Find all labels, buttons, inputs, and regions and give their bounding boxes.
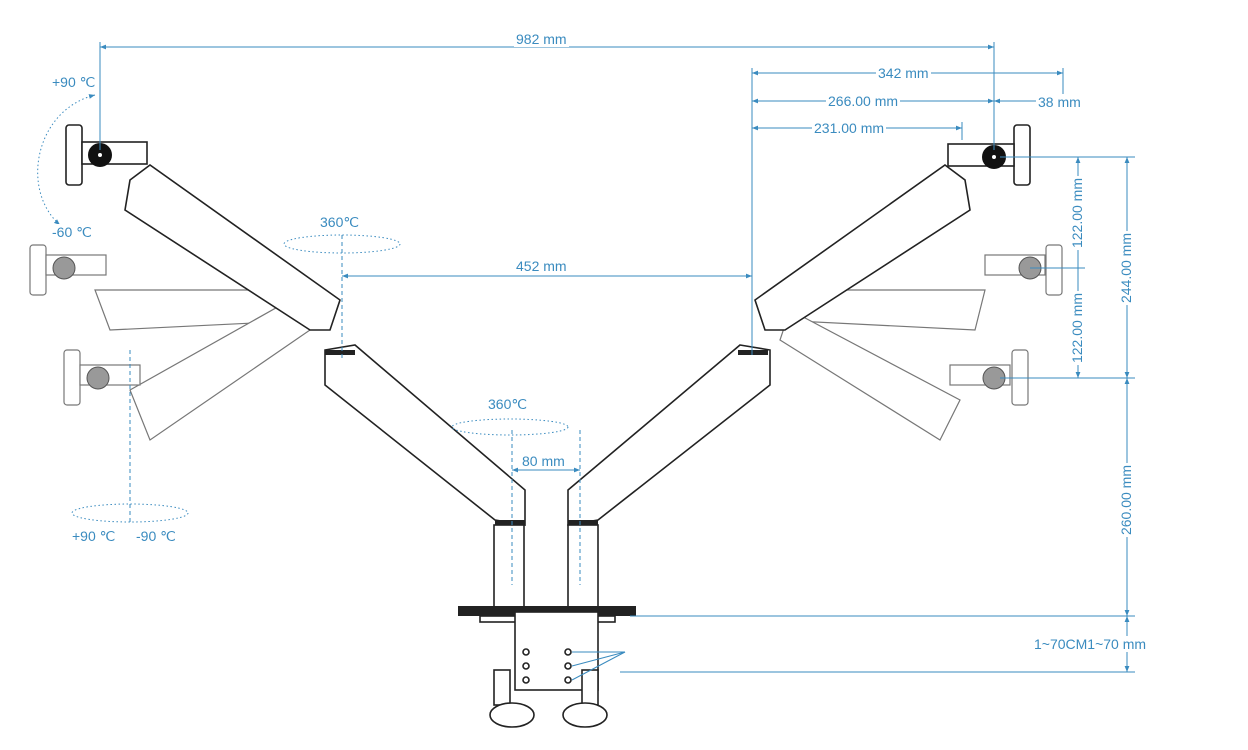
clamp-range-label: 1~70CM1~70 mm: [1032, 636, 1149, 652]
rotation-guides: [37, 94, 581, 585]
pole-gap-label: 80 mm: [520, 453, 567, 469]
head-offset-label: 38 mm: [1036, 94, 1083, 110]
arm-swivel-label: 360℃: [318, 214, 362, 230]
right-span-label: 342 mm: [876, 65, 931, 81]
pan-plus-label: +90 ℃: [70, 528, 118, 544]
height-range-label: 244.00 mm: [1118, 230, 1135, 306]
base-swivel-label: 360℃: [486, 396, 530, 412]
right-upper-arm: [567, 344, 771, 526]
pan-minus-label: -90 ℃: [134, 528, 178, 544]
pole-height-label: 260.00 mm: [1118, 462, 1135, 538]
tilt-up-label: 122.00 mm: [1069, 175, 1086, 251]
right-reach-label: 231.00 mm: [812, 120, 887, 136]
poles-and-clamp: [458, 524, 636, 728]
tilt-down-label: 122.00 mm: [1069, 290, 1086, 366]
right-inner-label: 266.00 mm: [826, 93, 901, 109]
overall-width-label: 982 mm: [514, 31, 569, 47]
ghost-arm-left-down: [63, 299, 311, 441]
left-upper-arm: [324, 344, 526, 526]
right-forearm: [754, 124, 1031, 331]
arm-gap-label: 452 mm: [514, 258, 569, 274]
tilt-minus-label: -60 ℃: [50, 224, 94, 240]
ghost-arm-right-down: [779, 309, 1029, 441]
tilt-plus-label: +90 ℃: [50, 74, 98, 90]
